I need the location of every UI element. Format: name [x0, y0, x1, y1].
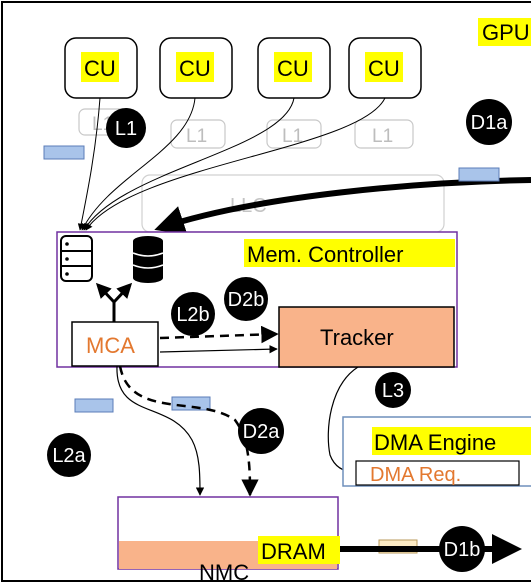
- llc-box: LLC: [141, 174, 445, 233]
- cu-4: CU: [348, 37, 422, 99]
- badge-l3-text: L3: [382, 380, 404, 402]
- packet-blue-2: [458, 167, 500, 182]
- mca-tracker-dashed-1: [159, 325, 279, 344]
- l1-3-label: L1: [282, 126, 303, 147]
- badge-d1a: D1a: [466, 99, 512, 145]
- packet-blue-1: [43, 145, 85, 160]
- mca-label: MCA: [86, 333, 135, 358]
- gpu-label-bg: [478, 18, 531, 46]
- dma-engine-label-bg: [372, 427, 531, 455]
- packet-blue-4: [171, 396, 211, 411]
- badge-d2b: D2b: [224, 277, 268, 321]
- l1-4-label: L1: [372, 126, 393, 147]
- gpu-label: GPU: [482, 20, 530, 45]
- fork-arrow: [95, 282, 133, 322]
- mca-box: [71, 321, 159, 367]
- dram-label: DRAM: [261, 539, 326, 564]
- badge-l2b: L2b: [171, 292, 215, 336]
- database-icon: [60, 235, 93, 282]
- badge-l3: L3: [375, 372, 411, 408]
- badge-l1: L1: [106, 108, 146, 148]
- cu-3-label: CU: [277, 56, 309, 81]
- badge-l2a-text: L2a: [52, 445, 86, 467]
- l1-2-label: L1: [186, 126, 207, 147]
- cu-to-mc-paths: [77, 97, 386, 231]
- database-filled-icon: [132, 236, 164, 283]
- badge-l2b-text: L2b: [176, 304, 209, 326]
- mca-tracker-dashed-2: [159, 344, 278, 354]
- cu-1-label: CU: [84, 56, 116, 81]
- mca-to-dram-solid: [116, 365, 205, 496]
- mem-controller-label-bg: [244, 239, 455, 267]
- cu-1: CU: [64, 37, 138, 99]
- badge-d1b: D1b: [439, 526, 485, 572]
- l1-4: L1: [354, 119, 414, 149]
- badge-d2b-text: D2b: [228, 289, 265, 311]
- dram-label-bg: [258, 536, 340, 564]
- cu-2-label: CU: [179, 56, 211, 81]
- badge-d1b-text: D1b: [444, 539, 481, 561]
- cu-4-label: CU: [368, 56, 400, 81]
- badge-l2a: L2a: [47, 433, 91, 477]
- badge-l1-text: L1: [115, 118, 137, 140]
- l1-3: L1: [266, 119, 322, 149]
- badge-d1a-text: D1a: [471, 112, 509, 134]
- dma-request-label: DMA Req.: [370, 464, 461, 486]
- dma-request-box: [355, 460, 520, 486]
- mem-controller-label: Mem. Controller: [247, 242, 403, 267]
- tracker-label: Tracker: [320, 325, 394, 350]
- l1-2: L1: [170, 119, 226, 149]
- badge-d2a: D2a: [238, 408, 284, 454]
- nmc-label: NMC: [199, 560, 249, 583]
- cu-2: CU: [159, 37, 233, 99]
- tracker-box: [278, 306, 455, 368]
- mca-to-dram-dashed: [118, 365, 259, 497]
- badge-d2a-text: D2a: [243, 421, 281, 443]
- cu-3: CU: [257, 37, 331, 99]
- dma-engine-label: DMA Engine: [374, 430, 496, 455]
- packet-blue-3: [74, 398, 114, 413]
